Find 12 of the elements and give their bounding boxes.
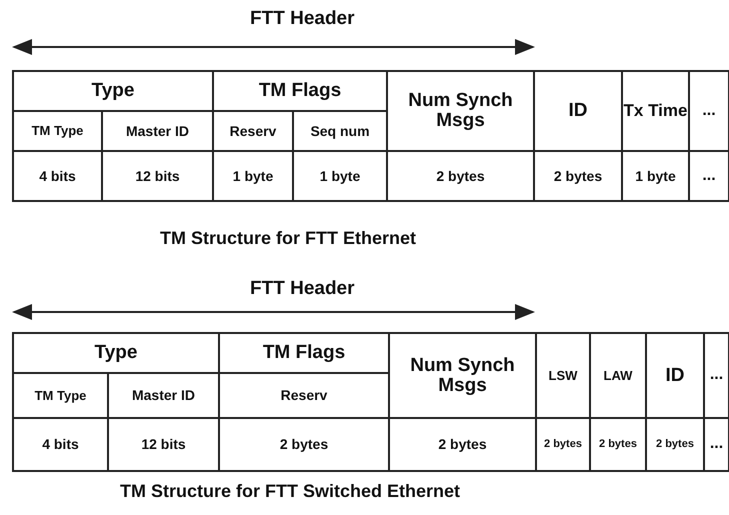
heading-label: FTT Header [250,8,355,30]
field-size-cell: ... [703,417,729,472]
field-size-cell: 4 bits [12,150,103,202]
field-size-cell: ... [688,150,729,202]
caption: TM Structure for FTT Ethernet [160,228,416,249]
field-name-cell: ... [703,332,729,419]
heading-label: FTT Header [250,278,355,300]
field-name-cell: Type [12,70,214,112]
field-size-cell: 4 bits [12,417,109,472]
field-name-cell: ... [688,70,729,152]
field-name-cell: Type [12,332,220,374]
caption: TM Structure for FTT Switched Ethernet [120,481,460,502]
